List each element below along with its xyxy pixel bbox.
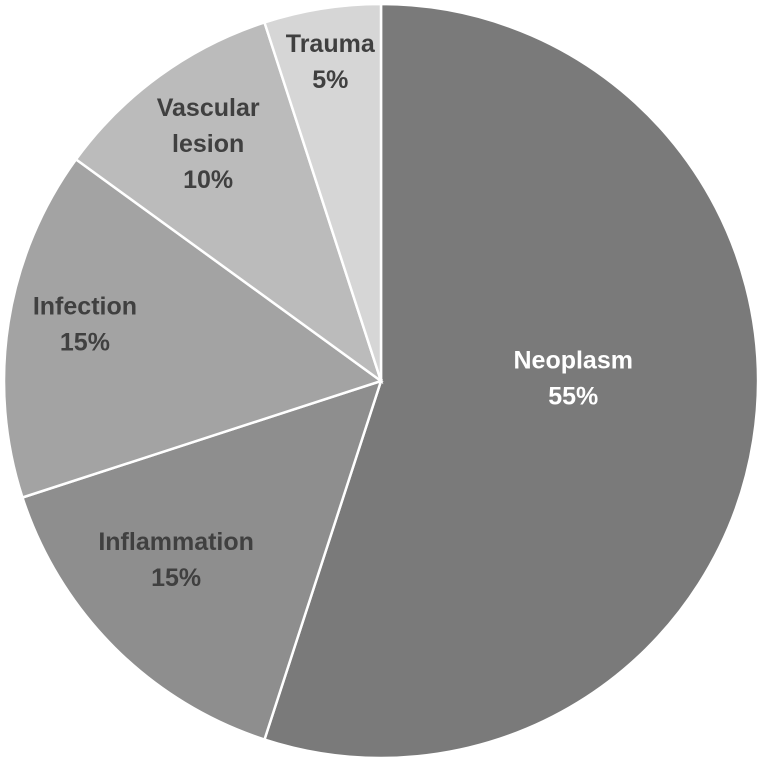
slice-percent-label: 15% bbox=[60, 328, 110, 356]
slice-category-label: Neoplasm bbox=[513, 347, 632, 375]
slice-label-neoplasm: Neoplasm 55% bbox=[513, 347, 632, 411]
slice-label-inflammation: Inflammation 15% bbox=[98, 528, 254, 592]
pie-slice-infection bbox=[2, 157, 384, 500]
pie-slice-trauma bbox=[262, 2, 383, 382]
slice-category-label: Infection bbox=[33, 292, 137, 320]
slice-percent-label: 5% bbox=[312, 66, 348, 94]
slice-label-trauma: Trauma 5% bbox=[286, 30, 376, 94]
slice-label-infection: Infection 15% bbox=[33, 292, 137, 356]
slice-percent-label: 10% bbox=[183, 166, 233, 194]
pie-slice-vascular-lesion bbox=[74, 20, 384, 385]
slice-category-label: Inflammation bbox=[98, 528, 254, 556]
slice-category-label: Vascular bbox=[157, 94, 260, 122]
pie-labels: Neoplasm 55% Inflammation 15% Infection 15% Va… bbox=[33, 30, 633, 592]
pie-slice-neoplasm bbox=[262, 2, 760, 760]
slice-percent-label: 55% bbox=[548, 383, 598, 411]
pie-slice-inflammation bbox=[20, 379, 383, 742]
slice-label-vascular-lesion: Vascular lesion 10% bbox=[157, 94, 260, 194]
slice-category-label: lesion bbox=[172, 130, 244, 158]
slice-category-label: Trauma bbox=[286, 30, 376, 58]
slice-percent-label: 15% bbox=[151, 564, 201, 592]
